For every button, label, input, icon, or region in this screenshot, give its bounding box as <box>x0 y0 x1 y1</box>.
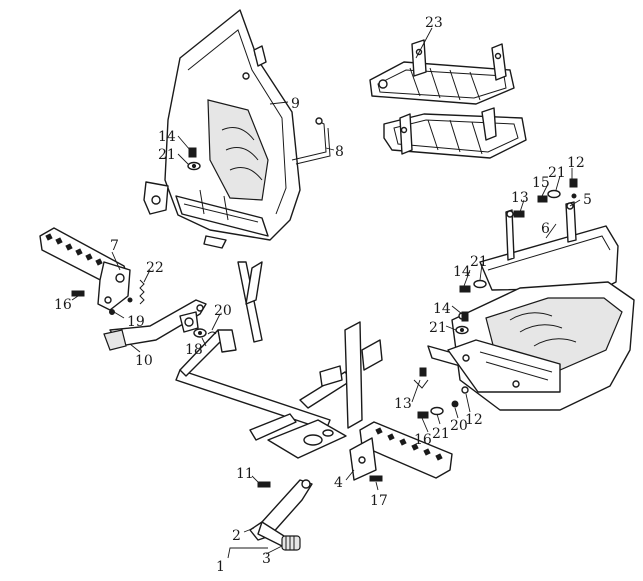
callout-4: 4 <box>334 475 343 491</box>
callout-11: 11 <box>236 466 254 482</box>
callout-14-left: 14 <box>158 129 176 145</box>
right-heel-guard <box>479 201 619 291</box>
left-bolt-16 <box>71 290 85 297</box>
bolt-washer-group-left <box>187 147 201 171</box>
callout-19: 20 <box>214 303 232 319</box>
callout-13-top: 13 <box>511 190 529 206</box>
callout-labels: 23 9 8 14 21 7 22 16 19 10 18 20 12 21 1… <box>54 15 592 575</box>
callout-18: 19 <box>127 314 145 330</box>
callout-12-top: 12 <box>567 155 585 171</box>
callout-16-right: 17 <box>370 493 388 509</box>
right-hardware-bottom <box>413 367 469 419</box>
callout-17: 18 <box>185 342 203 358</box>
callout-9: 9 <box>291 96 300 112</box>
brake-pedal-10 <box>103 299 207 351</box>
right-foot-peg <box>349 421 453 481</box>
bracket-part-8 <box>291 117 331 165</box>
callout-10: 10 <box>135 353 153 369</box>
right-bolt-16 <box>369 475 383 482</box>
right-hardware-mid <box>455 279 487 335</box>
left-heel-guard <box>143 9 301 249</box>
footrest-frame-lower <box>383 107 527 159</box>
callout-7: 7 <box>110 238 119 254</box>
frame-tubes <box>175 261 383 459</box>
callout-2: 2 <box>232 528 241 544</box>
callout-20: 20 <box>450 418 468 434</box>
callout-14-low: 14 <box>433 301 451 317</box>
left-foot-peg <box>39 227 131 311</box>
leader-lines <box>71 27 581 559</box>
callout-13-bottom: 13 <box>394 396 412 412</box>
shift-lever <box>249 479 313 551</box>
callout-21-mid: 21 <box>470 254 488 270</box>
callout-22: 22 <box>146 260 164 276</box>
callout-21-top: 21 <box>548 165 566 181</box>
callout-12-bottom: 12 <box>465 412 483 428</box>
callout-15-bottom: 16 <box>414 432 432 448</box>
callout-5: 5 <box>583 192 592 208</box>
footrest-frame-upper <box>369 39 515 105</box>
right-footrest-floor <box>427 281 635 411</box>
washer-17-19 <box>193 328 217 338</box>
callout-23: 23 <box>425 15 443 31</box>
callout-16-left: 16 <box>54 297 72 313</box>
callout-6: 6 <box>541 221 550 237</box>
spring-22 <box>139 279 145 305</box>
callout-21-low: 21 <box>429 320 447 336</box>
callout-15-top: 15 <box>532 175 550 191</box>
right-hardware-top <box>513 178 578 218</box>
callout-14-mid: 14 <box>453 264 471 280</box>
callout-21-bottom: 21 <box>432 426 450 442</box>
callout-3: 3 <box>262 551 271 567</box>
callout-21-left: 21 <box>158 147 176 163</box>
callout-1: 1 <box>216 559 225 575</box>
callout-8: 8 <box>335 144 344 160</box>
